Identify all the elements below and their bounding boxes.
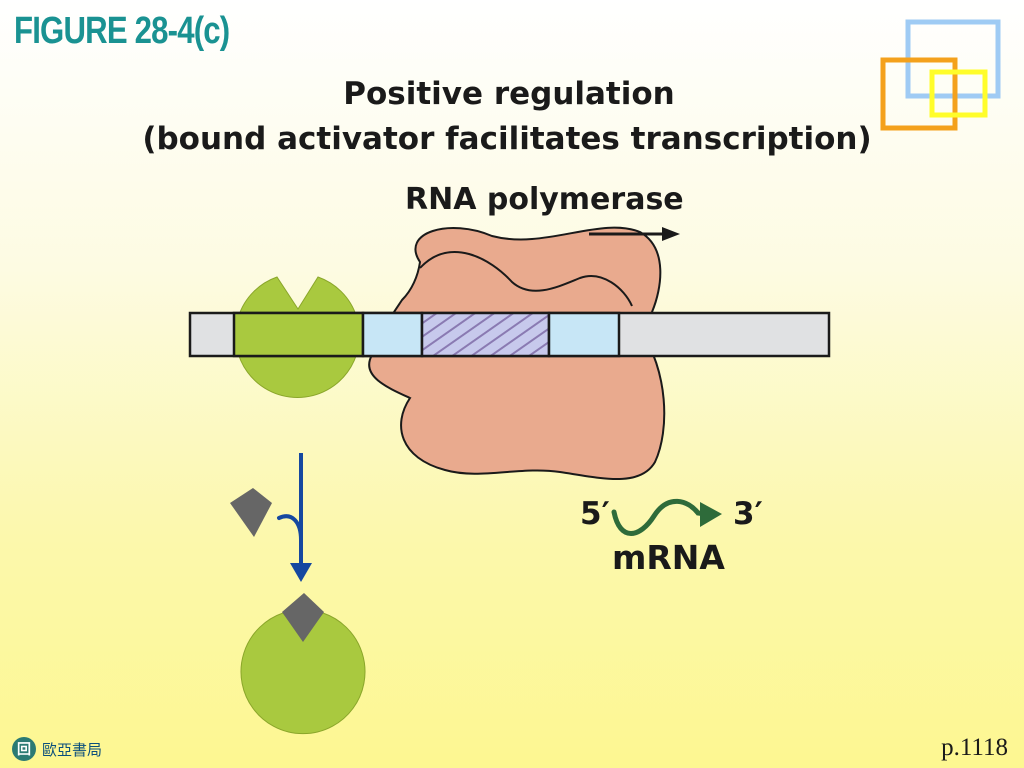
rna-polymerase-label: RNA polymerase	[405, 182, 684, 217]
mrna-wave	[611, 498, 709, 536]
figure-label: FIGURE 28-4(c)	[14, 10, 230, 52]
mrna-arrowhead	[700, 502, 722, 527]
dna-activator-site	[232, 311, 365, 358]
publisher-name: 歐亞書局	[42, 740, 103, 759]
five-prime-label: 5′	[580, 496, 610, 532]
mrna-label: mRNA	[612, 538, 725, 577]
dna-hatched-region	[420, 311, 551, 358]
diagram-subtitle: (bound activator facilitates transcripti…	[142, 121, 872, 157]
diagram-title: Positive regulation	[343, 76, 675, 112]
ligand-free	[230, 488, 272, 537]
activator-ligand-complex	[240, 612, 366, 735]
dna-promoter-right	[547, 311, 621, 358]
three-prime-label: 3′	[733, 496, 763, 532]
page-number: p.1118	[941, 734, 1008, 761]
dna-promoter-left	[361, 311, 424, 358]
binding-arrowhead	[290, 563, 312, 582]
rna-polymerase-fold	[419, 251, 633, 307]
transcription-arrowhead	[662, 227, 680, 241]
publisher-logo-icon: 回	[12, 737, 36, 761]
binding-arrow-curve	[277, 514, 303, 542]
publisher-footer: 回 歐亞書局	[12, 735, 102, 763]
ligand-bound	[282, 593, 324, 642]
